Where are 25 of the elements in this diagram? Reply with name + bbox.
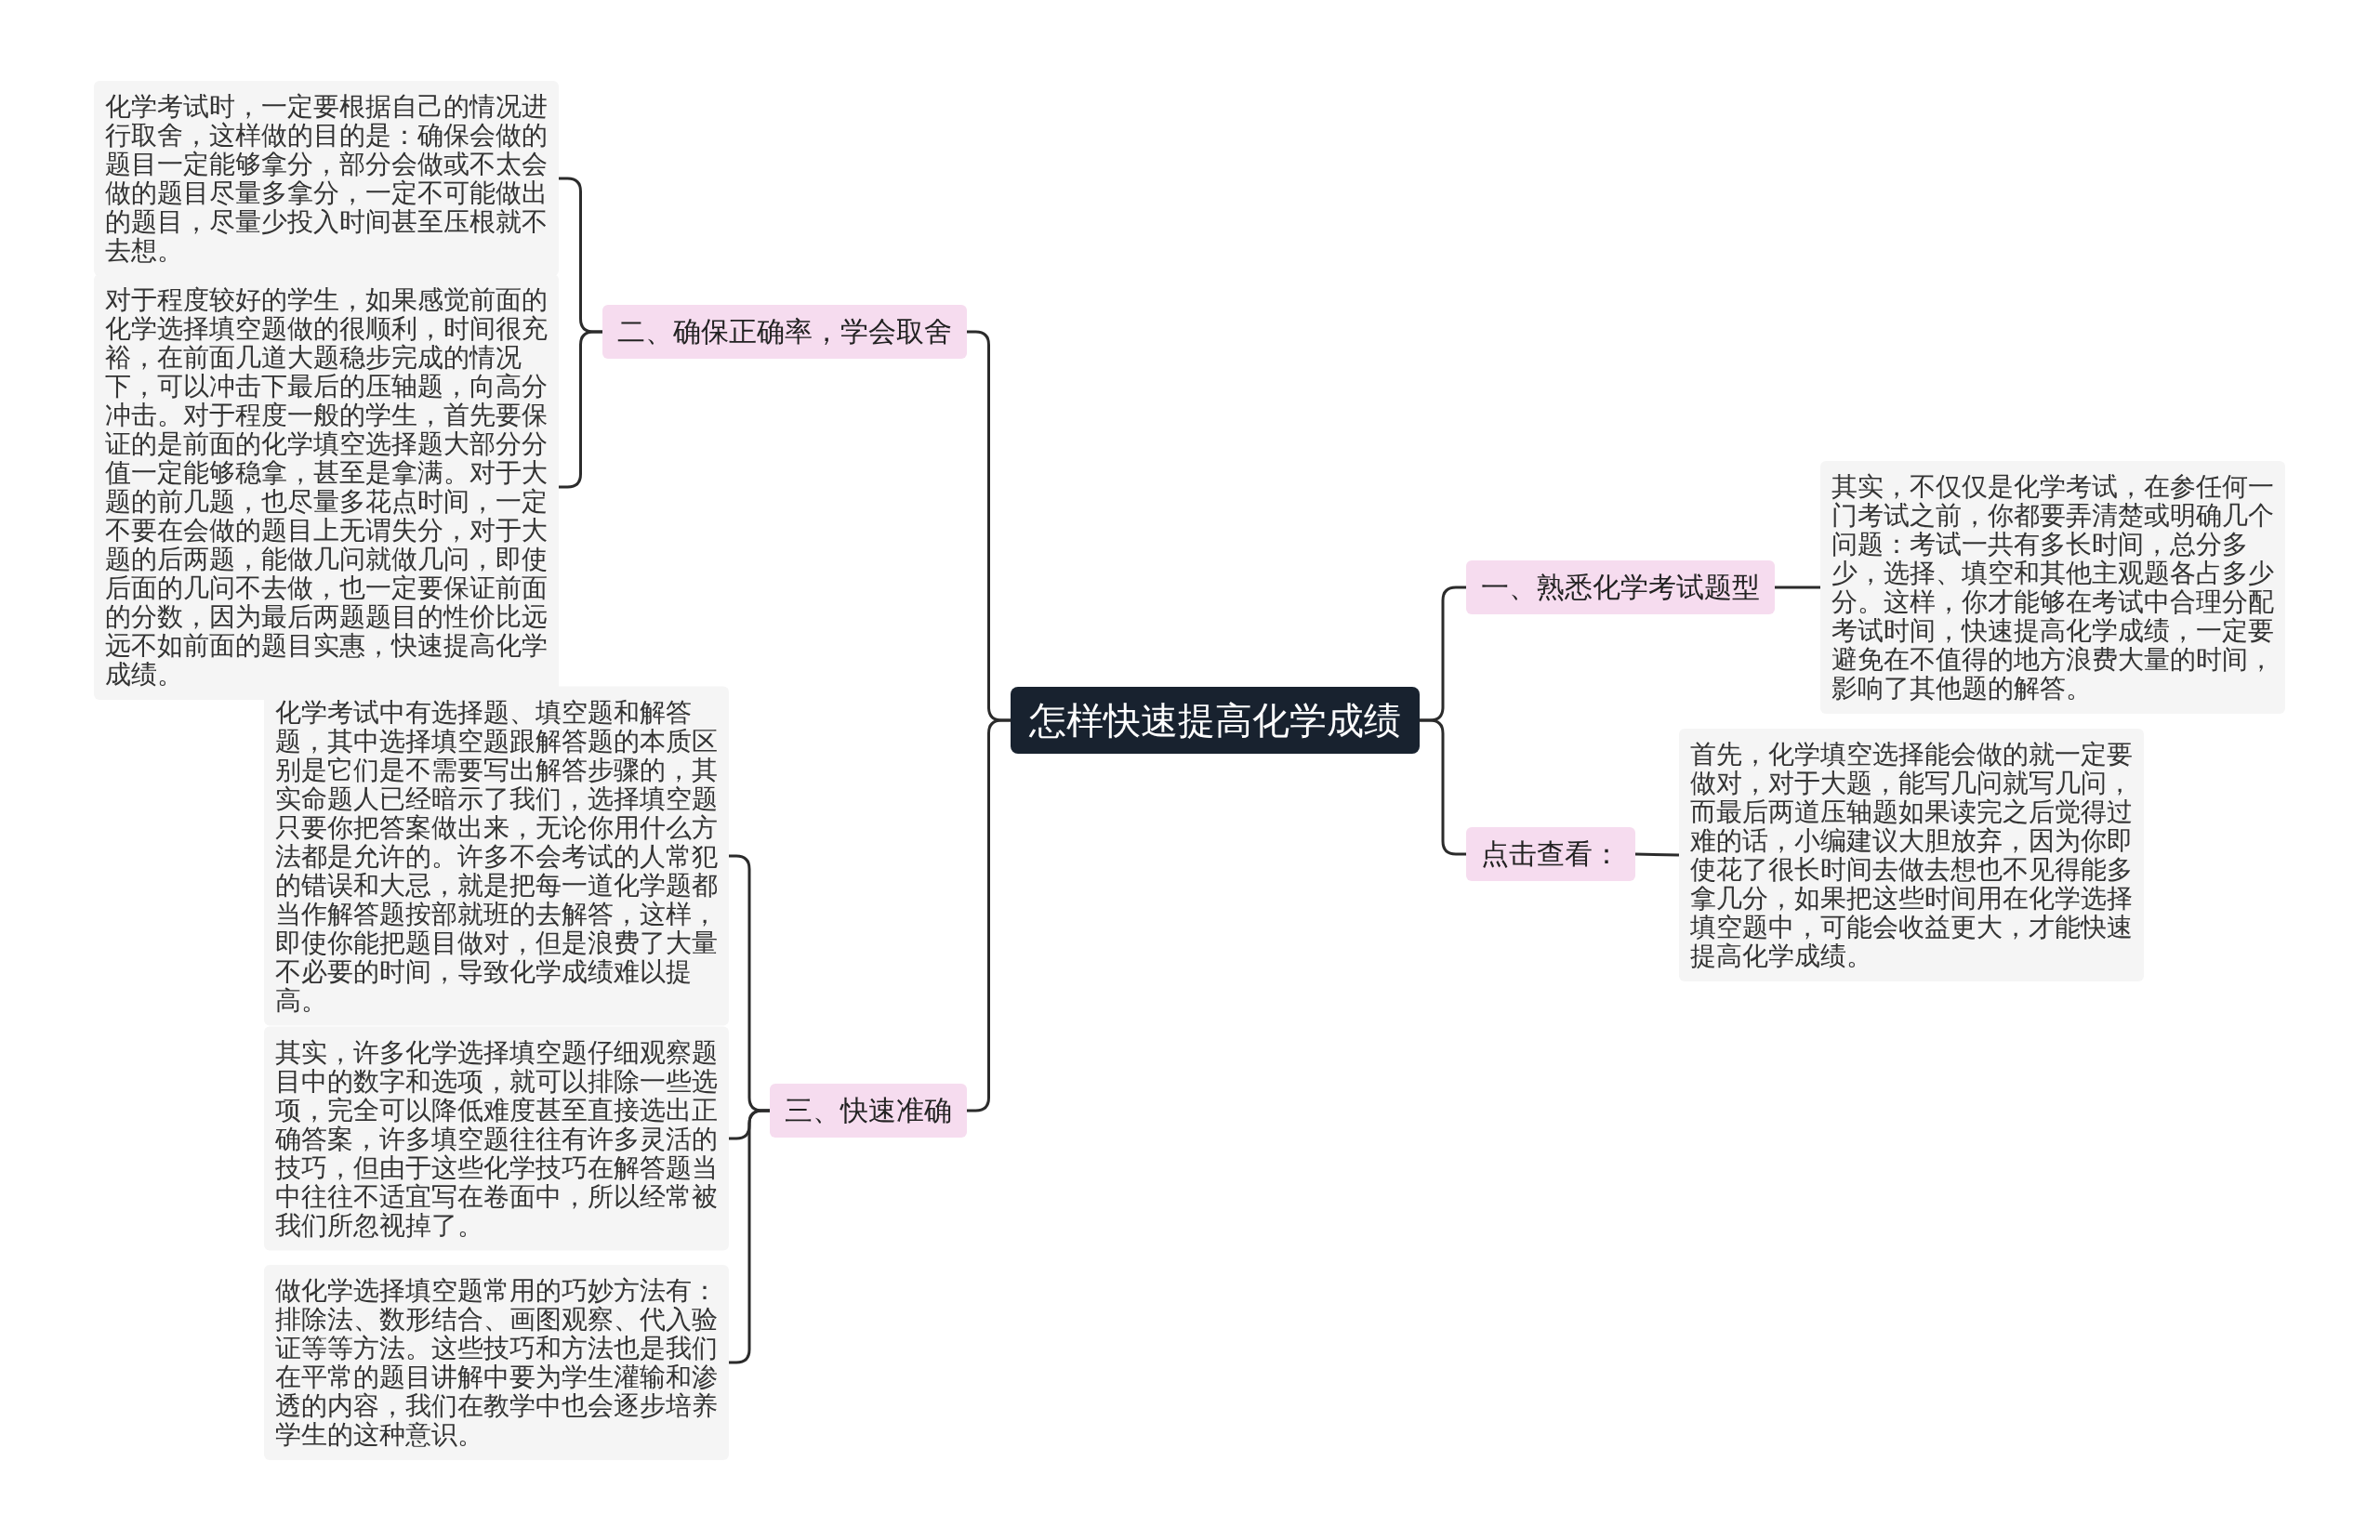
topic-text: 一、熟悉化学考试题型: [1481, 570, 1760, 605]
connector-line: [967, 718, 1011, 1112]
note-card: [94, 81, 559, 276]
note-text: 其实，许多化学选择填空题仔细观察题目中的数字和选项，就可以排除一些选项，完全可以降低难度甚至直接选出正确答案，许多填空题往往有许多灵活的技巧，但由于这些化学技巧在解答题当中往往不适宜写在卷面中，所以经常被我们所忽视掉了。: [275, 1037, 718, 1240]
branch-topic: [770, 1084, 967, 1138]
note-text: 对于程度较好的学生，如果感觉前面的化学选择填空题做的很顺利，时间很充裕，在前面几道大题稳步完成的情况下，可以冲击下最后的压轴题，向高分冲击。对于程度一般的学生，首先要保证的是前面的化学填空选择题大部分分值一定能够稳拿，甚至是拿满。对于大题的前几题，也尽量多花点时间，一定不要在会做的题目上无谓失分，对于大题的后两题，能做几问就做几问，即使后面的几问不去做，也一定要保证前面的分数，因为最后两题题目的性价比远远不如前面的题目实惠，快速提高化学成绩。: [105, 285, 548, 689]
note-card: [264, 1265, 729, 1460]
connector-line: [1634, 852, 1680, 857]
note-text: 化学考试中有选择题、填空题和解答题，其中选择填空题跟解答题的本质区别是它们是不需要写出解答步骤的，其实命题人已经暗示了我们，选择填空题只要你把答案做出来，无论你用什么方法都是允许的。许多不会考试的人常犯的错误和大忌，就是把每一道化学题都当作解答题按部就班的去解答，这样，即使你能把题目做对，但是浪费了大量不必要的时间，导致化学成绩难以提高。: [275, 697, 718, 1015]
topic-text: 二、确保正确率，学会取舍: [617, 314, 952, 349]
topic-text: 三、快速准确: [785, 1093, 952, 1128]
branch-topic: [1466, 560, 1775, 614]
note-text: 其实，不仅仅是化学考试，在参任何一门考试之前，你都要弄清楚或明确几个问题：考试一共有多长时间，总分多少，选择、填空和其他主观题各占多少分。这样，你才能够在考试中合理分配考试时间，快速提高化学成绩，一定要避免在不值得的地方浪费大量的时间，影响了其他题的解答。: [1831, 472, 2274, 703]
note-text: 首先，化学填空选择能会做的就一定要做对，对于大题，能写几问就写几问，而最后两道压轴题如果读完之后觉得过难的话，小编建议大胆放弃，因为你即使花了很长时间去做去想也不见得能多拿几分，如果把这些时间用在化学选择填空题中，可能会收益更大，才能快速提高化学成绩。: [1690, 740, 2133, 970]
branch-topic: [1466, 827, 1635, 881]
note-text: 化学考试时，一定要根据自己的情况进行取舍，这样做的目的是：确保会做的题目一定能够拿分，部分会做或不太会做的题目尽量多拿分，一定不可能做出的题目，尽量少投入时间甚至压根就不去想。: [105, 92, 548, 265]
topic-text: 点击查看：: [1481, 836, 1620, 872]
connector-line: [559, 330, 602, 489]
branch-topic: [602, 305, 967, 359]
connector-line: [1775, 586, 1820, 589]
central-topic: [1011, 687, 1420, 754]
connector-line: [1420, 718, 1466, 856]
topic-text: 怎样快速提高化学成绩: [1029, 698, 1401, 744]
note-text: 做化学选择填空题常用的巧妙方法有：排除法、数形结合、画图观察、代入验证等等方法。这些技巧和方法也是我们在平常的题目讲解中要为学生灌输和渗透的内容，我们在教学中也会逐步培养学生的这种意识。: [275, 1276, 718, 1449]
connector-line: [729, 1109, 770, 1364]
